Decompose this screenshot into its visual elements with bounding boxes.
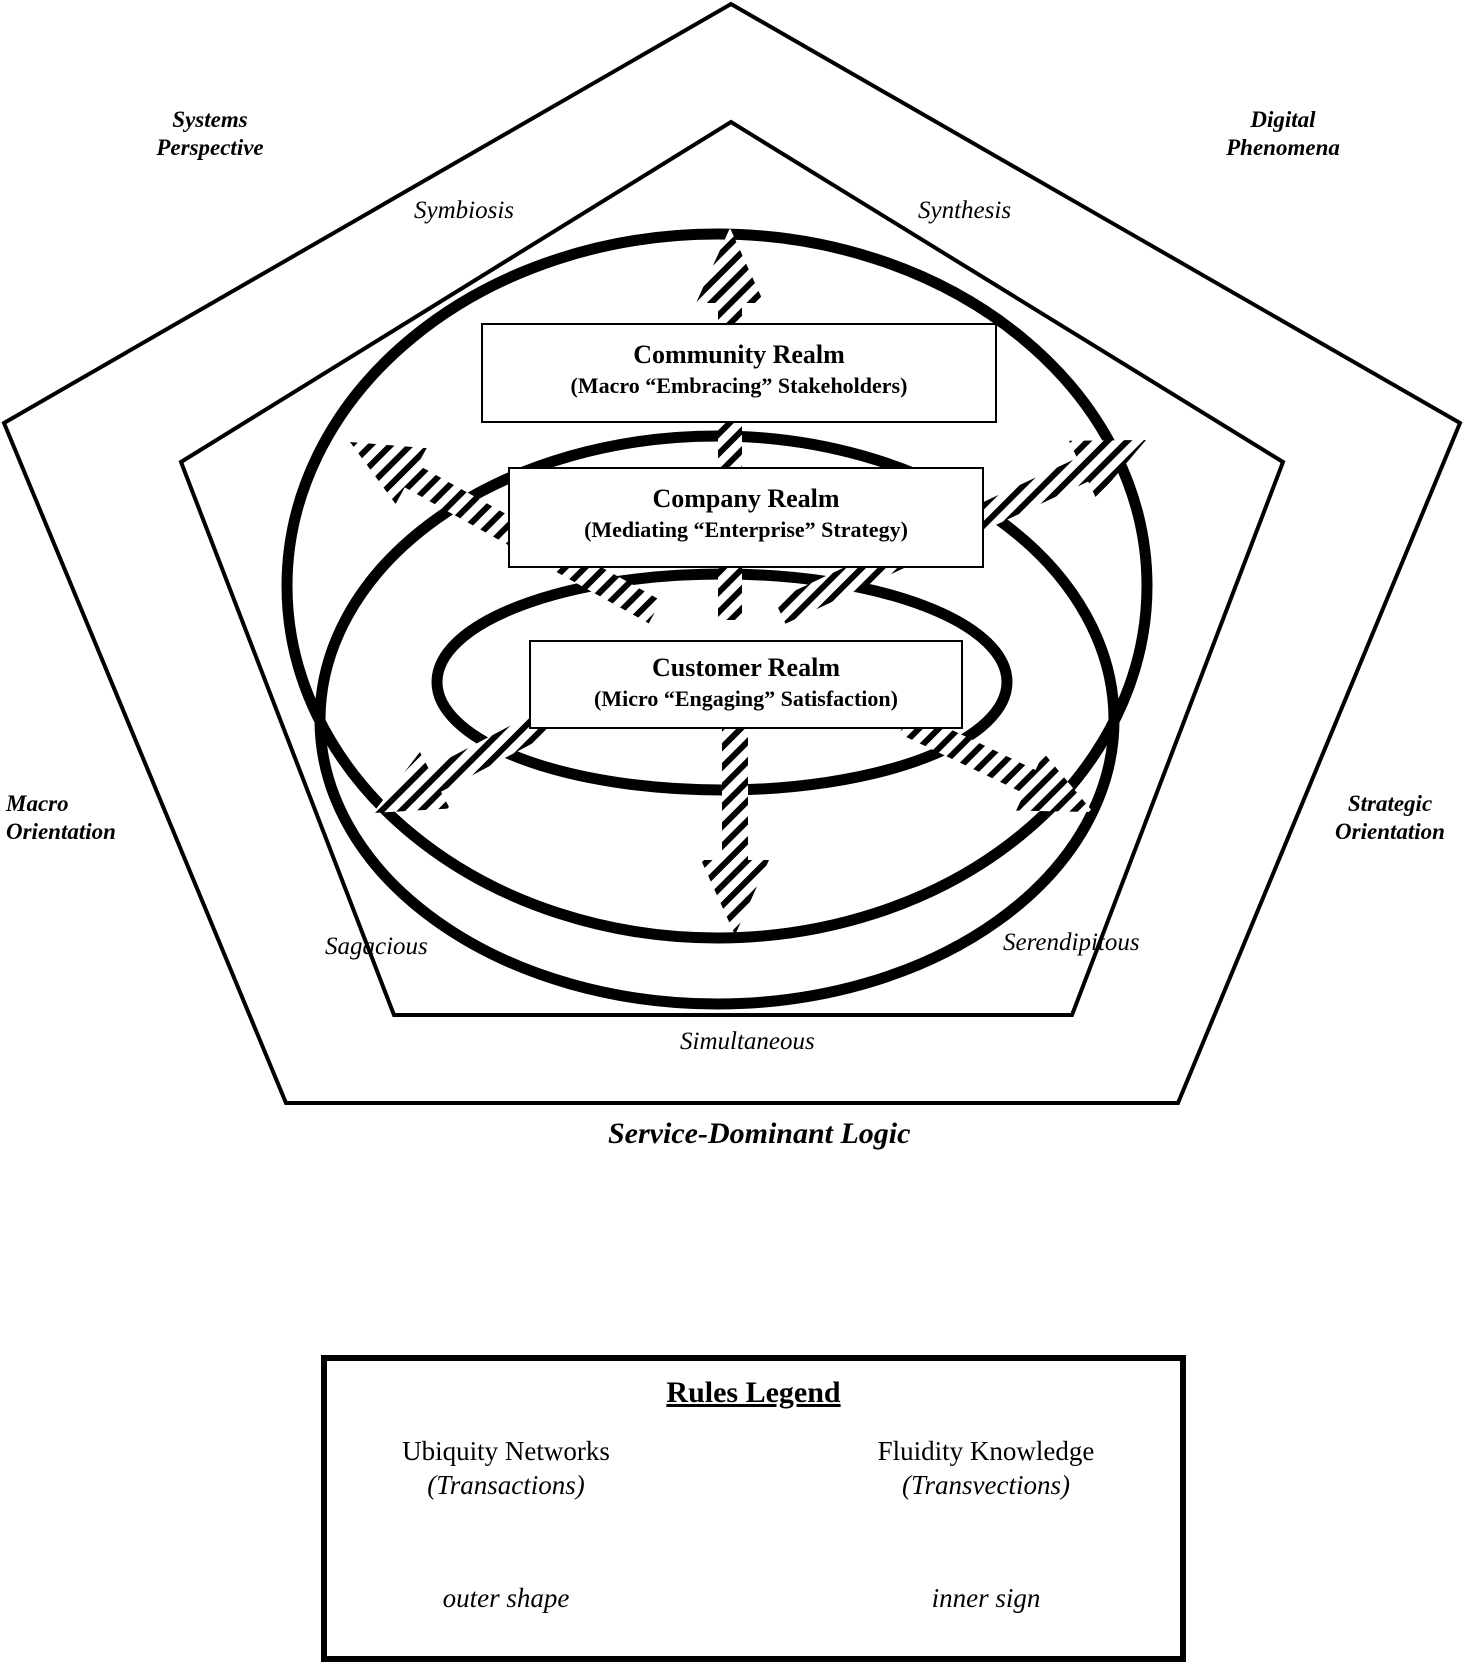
legend-item-subtitle: (Transvections) [902,1470,1070,1500]
legend-item-title: Ubiquity Networks [402,1436,610,1466]
legend-item-subtitle: (Transactions) [427,1470,585,1500]
community-realm-ellipse [281,228,1153,944]
label-symbiosis: Symbiosis [414,197,514,224]
label-simultaneous: Simultaneous [680,1028,815,1055]
customer-realm-title: Customer Realm [652,653,840,682]
label-macro-orientation: Macro Orientation [6,791,116,844]
customer-realm-box: Customer Realm (Micro “Engaging” Satisfa… [529,640,963,729]
legend-item-title: Fluidity Knowledge [877,1436,1095,1466]
inner-pentagon [178,119,1286,1017]
arrow-lower-left-icon [373,710,552,813]
arrow-down-center-icon [701,700,769,935]
label-systems-perspective: Systems Perspective [156,107,264,160]
legend-item-note: outer shape [442,1583,570,1613]
label-strategic-orientation: Strategic Orientation [1335,791,1445,844]
customer-realm-subtitle: (Micro “Engaging” Satisfaction) [594,685,898,711]
arrow-up-center-icon [696,228,764,620]
label-digital-phenomena: Digital Phenomena [1226,107,1340,160]
diagram-title: Service-Dominant Logic [608,1117,911,1150]
arrow-lower-right-icon [899,710,1093,812]
rules-legend: Rules Legend Ubiquity Networks (Transact… [321,1355,1186,1662]
label-synthesis: Synthesis [918,197,1012,224]
company-realm-title: Company Realm [652,484,840,513]
legend-item-note: inner sign [931,1583,1041,1613]
legend-heading: Rules Legend [666,1376,841,1409]
label-serendipitous: Serendipitous [1003,929,1140,956]
outer-pentagon [1,1,1463,1105]
label-sagacious: Sagacious [325,933,428,960]
company-realm-box: Company Realm (Mediating “Enterprise” St… [508,467,984,568]
arrow-upper-left-icon [350,442,662,624]
company-realm-subtitle: (Mediating “Enterprise” Strategy) [584,516,908,542]
community-realm-box: Community Realm (Macro “Embracing” Stake… [481,323,997,423]
community-realm-subtitle: (Macro “Embracing” Stakeholders) [570,372,908,398]
community-realm-title: Community Realm [633,340,845,369]
company-realm-ellipse [314,430,1120,1010]
